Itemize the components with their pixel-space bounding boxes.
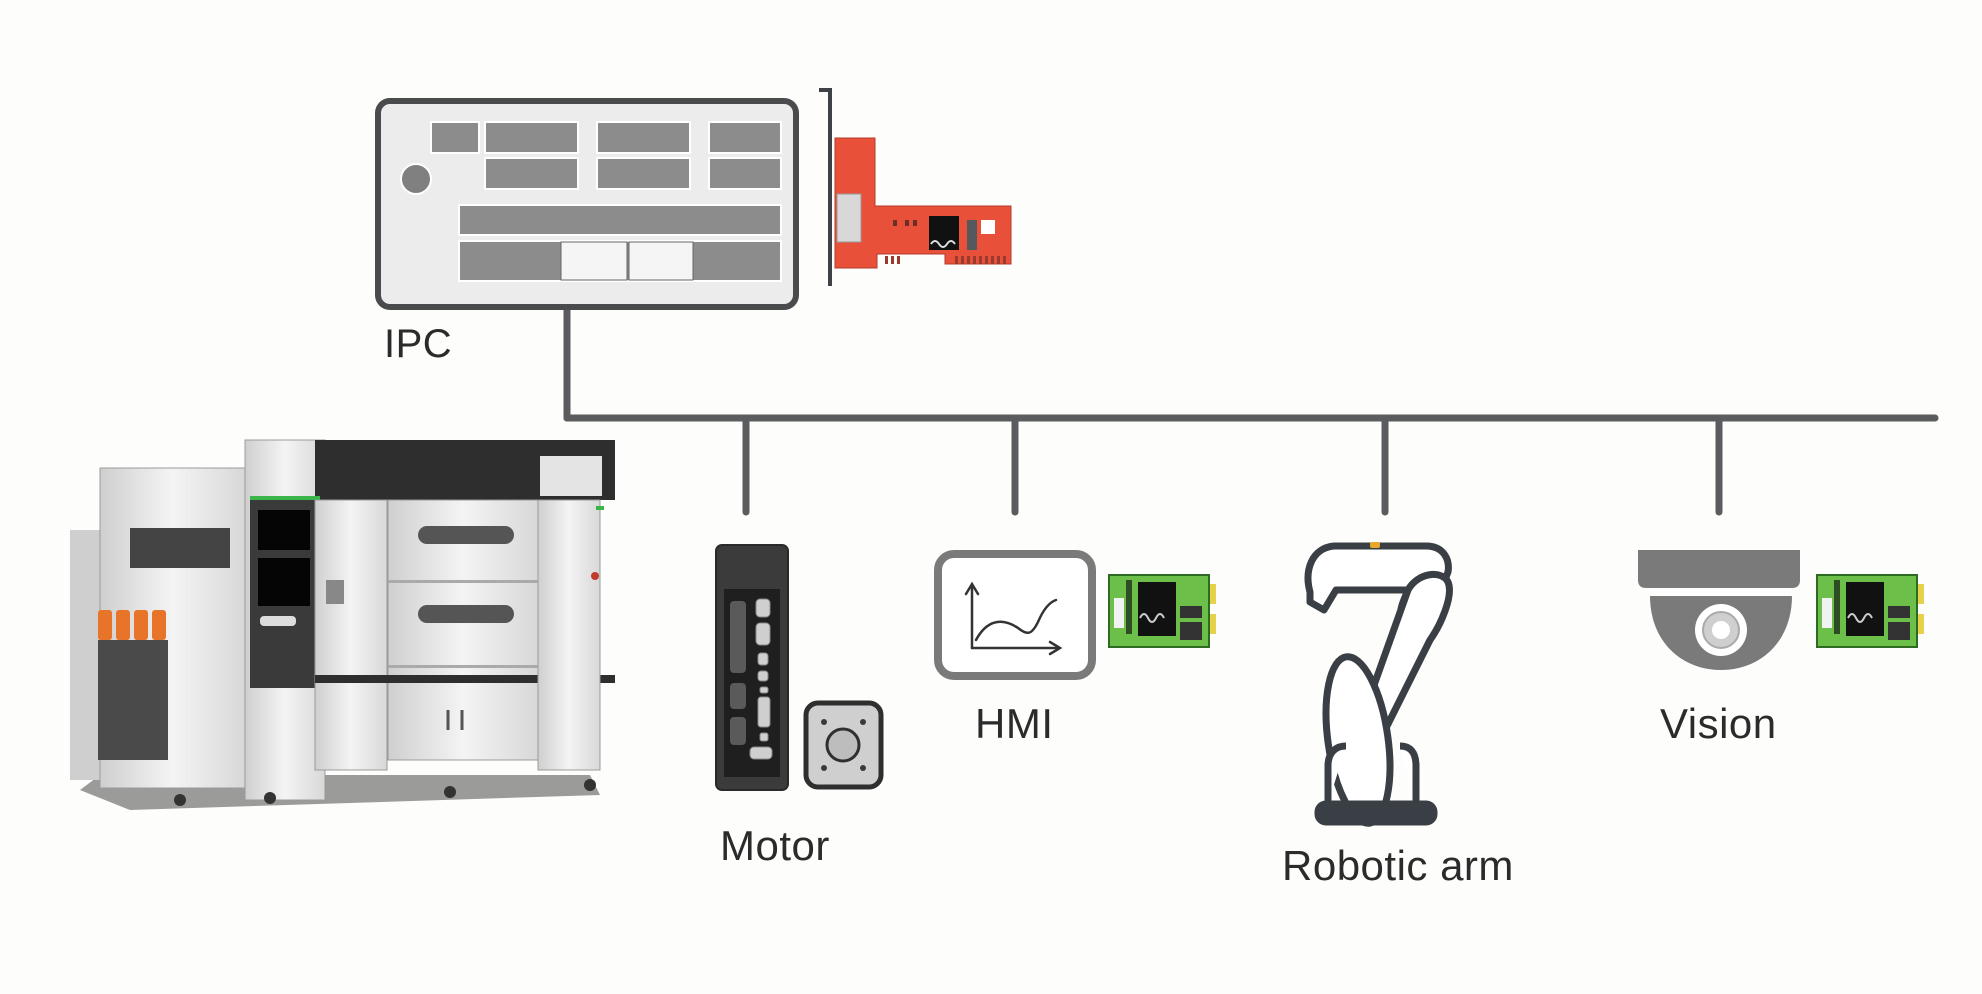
pcie-card-icon	[819, 88, 1012, 286]
robotic-arm-label: Robotic arm	[1282, 842, 1514, 889]
ipc-icon	[375, 98, 799, 310]
industrial-machine-image	[70, 439, 615, 810]
robotic-arm-icon	[1304, 542, 1453, 827]
vision-label: Vision	[1660, 700, 1777, 747]
dome-camera-icon	[1638, 550, 1800, 670]
robotic-arm-node[interactable]	[1290, 530, 1465, 828]
vision-io-module-icon	[1816, 574, 1924, 648]
hmi-io-module-icon	[1108, 574, 1216, 648]
hmi-label: HMI	[975, 700, 1054, 747]
hmi-node[interactable]	[934, 550, 1098, 680]
servo-drive-and-motor-icon	[715, 544, 884, 791]
motor-label: Motor	[720, 822, 830, 869]
feeder-cassettes	[98, 610, 168, 760]
hmi-screen-chart-icon	[934, 550, 1096, 680]
motor-node[interactable]	[715, 544, 886, 795]
ipc-node[interactable]	[375, 98, 799, 310]
ipc-label: IPC	[384, 322, 453, 366]
vision-node[interactable]	[1636, 548, 1802, 672]
